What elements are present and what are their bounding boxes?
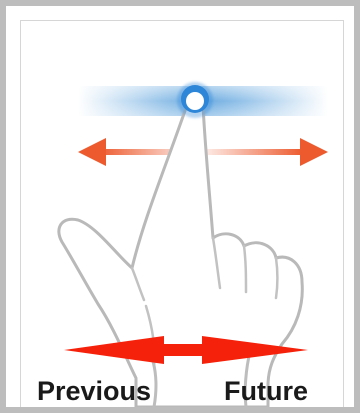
swipe-gesture-illustration — [6, 6, 354, 407]
touch-point-indicator — [177, 82, 213, 118]
previous-label: Previous — [37, 376, 151, 407]
future-label: Future — [224, 376, 308, 407]
